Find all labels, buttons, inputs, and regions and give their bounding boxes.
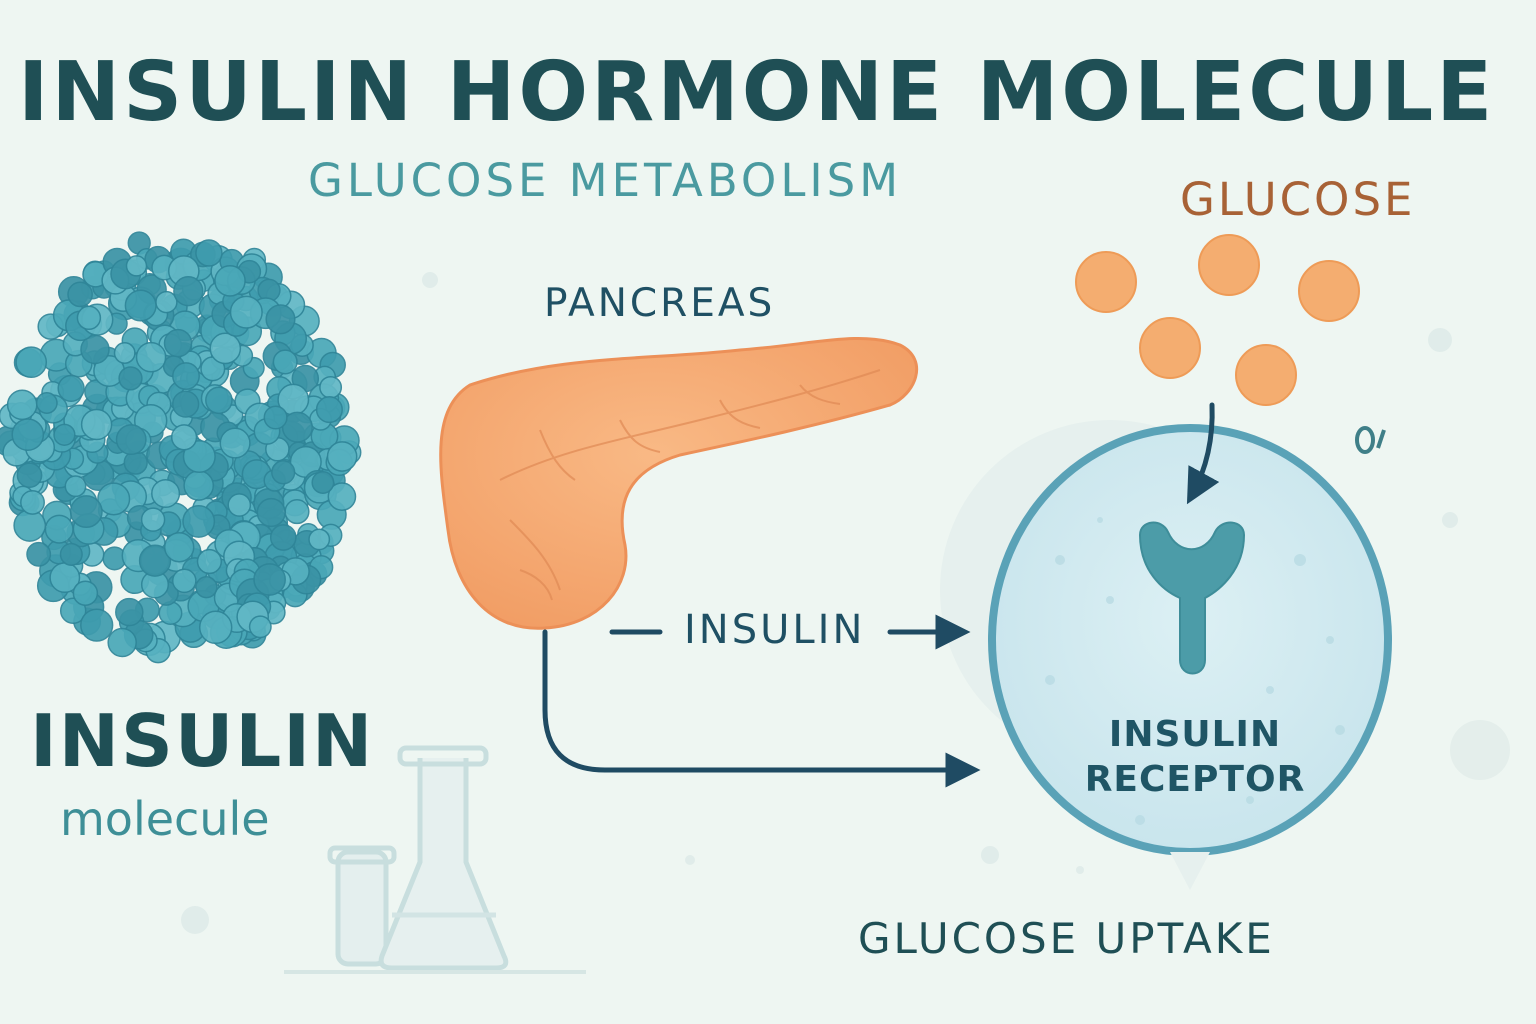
glucose-molecule-icon (1298, 260, 1360, 322)
lab-glassware-icon (284, 745, 586, 974)
molecule-bead (227, 493, 252, 517)
pancreas-label: PANCREAS (544, 281, 776, 326)
molecule-bead (115, 424, 147, 456)
molecule-bead (44, 514, 74, 544)
molecule-bead (311, 471, 335, 494)
molecule-bead (80, 608, 114, 642)
glucose-uptake-label: GLUCOSE UPTAKE (858, 914, 1275, 963)
molecule-bead (271, 460, 296, 485)
molecule-bead (59, 597, 87, 625)
insulin-molecule-heading: INSULIN (30, 699, 375, 783)
molecule-bead (20, 489, 45, 515)
molecule-bead (138, 544, 172, 577)
molecule-bead (16, 462, 43, 489)
molecule-bead (171, 568, 197, 594)
molecule-bead (319, 375, 343, 399)
molecule-bead (113, 342, 136, 364)
molecule-bead (253, 563, 286, 596)
molecule-bead (182, 504, 216, 538)
molecule-bead (248, 615, 272, 639)
molecule-bead (173, 276, 204, 307)
molecule-bead (170, 424, 198, 451)
glucose-molecule-icon (1235, 344, 1297, 406)
glucose-molecules (1075, 234, 1360, 406)
receptor-icon (1138, 521, 1246, 675)
insulin-receptor-label: INSULIN RECEPTOR (1080, 712, 1310, 802)
molecule-bead (53, 423, 76, 446)
molecule-bead (209, 332, 242, 365)
molecule-bead (57, 374, 85, 403)
molecule-bead (214, 265, 246, 297)
molecule-bead (327, 482, 357, 511)
molecule-bead (151, 478, 181, 509)
molecule-bead (76, 305, 102, 331)
molecule-bead (269, 524, 297, 551)
molecule-bead (326, 441, 358, 472)
molecule-bead (125, 255, 148, 277)
molecule-bead (256, 497, 286, 528)
molecule-bead (69, 495, 103, 529)
molecule-bead (195, 239, 223, 267)
molecule-bead (229, 295, 263, 329)
small-oxygen-mark (1355, 426, 1386, 454)
molecule-bead (163, 531, 195, 563)
molecule-bead (182, 439, 216, 474)
molecule-bead (11, 418, 45, 451)
glucose-entry-arrow (1186, 402, 1220, 505)
molecule-bead (219, 427, 251, 459)
molecule-bead (107, 627, 137, 658)
molecule-bead (195, 576, 218, 599)
page-subtitle: GLUCOSE METABOLISM (308, 154, 903, 207)
molecule-bead (26, 541, 52, 567)
glucose-molecule-icon (1139, 317, 1201, 379)
molecule-bead (135, 341, 167, 373)
molecule-bead (163, 328, 193, 358)
page-title: INSULIN HORMONE MOLECULE (18, 45, 1496, 140)
glucose-label: GLUCOSE (1180, 173, 1416, 226)
glucose-molecule-icon (1075, 251, 1137, 313)
insulin-molecule-icon (0, 231, 362, 664)
receptor-label-line1: INSULIN (1108, 714, 1282, 755)
molecule-bead (205, 386, 233, 415)
molecule-bead (118, 366, 143, 391)
insulin-molecule-caption: molecule (60, 792, 270, 846)
molecule-bead (198, 610, 233, 645)
molecule-bead (72, 580, 99, 606)
molecule-bead (97, 482, 131, 516)
pancreas-to-cell-arrow (542, 629, 981, 788)
molecule-bead (13, 509, 47, 542)
molecule-bead (80, 408, 113, 441)
molecule-bead (124, 289, 157, 322)
molecule-bead (59, 542, 83, 566)
molecule-bead (263, 405, 288, 430)
molecule-bead (67, 281, 93, 308)
molecule-bead (140, 507, 166, 532)
molecule-bead (6, 389, 38, 421)
molecule-bead (196, 548, 223, 575)
molecule-bead (284, 499, 310, 525)
molecule-bead (183, 470, 215, 501)
molecule-bead (308, 528, 331, 551)
molecule-bead (64, 475, 87, 498)
molecule-bead (115, 597, 144, 627)
pancreas-icon (439, 337, 919, 630)
molecule-bead (265, 304, 296, 335)
molecule-bead (35, 392, 58, 414)
receptor-label-line2: RECEPTOR (1084, 759, 1306, 800)
molecule-bead (15, 346, 48, 379)
molecule-bead (272, 349, 298, 375)
molecule-bead (172, 362, 200, 391)
insulin-flow-arrows (542, 402, 1220, 788)
glucose-molecule-icon (1198, 234, 1260, 296)
molecule-bead (172, 390, 200, 418)
insulin-flow-label: INSULIN (684, 607, 866, 653)
molecule-bead (315, 396, 343, 424)
